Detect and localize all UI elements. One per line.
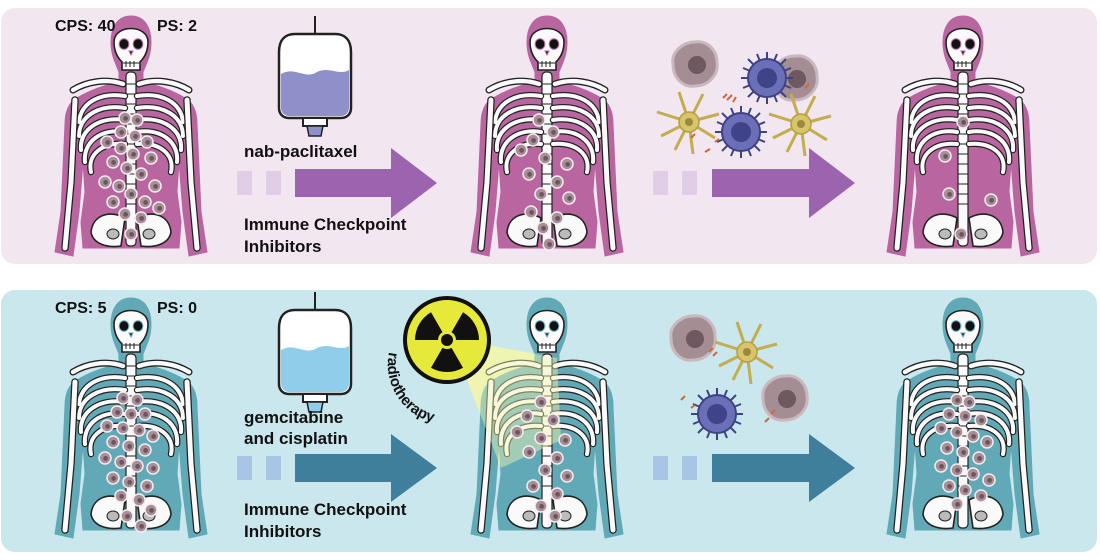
dendritic-cell-icon <box>713 320 779 386</box>
ps-label: PS: 0 <box>157 300 198 317</box>
drug-label-line2: and cisplatin <box>244 429 348 448</box>
ici-label-line1: Immune Checkpoint <box>244 215 407 234</box>
top-illustration <box>1 8 1097 264</box>
drug-label: nab-paclitaxel <box>244 142 358 161</box>
panel-responder: radiotherapy CPS: <box>1 290 1097 552</box>
progression-arrow-2 <box>653 148 855 218</box>
progression-arrow-2 <box>653 434 855 502</box>
immune-cells <box>669 314 809 441</box>
tumor-cell-icon <box>669 314 717 362</box>
skeleton-icon <box>471 16 623 256</box>
iv-bag-icon <box>277 292 353 413</box>
skeleton-icon <box>887 16 1039 256</box>
ici-label-line2: Inhibitors <box>244 522 322 541</box>
cps-label: CPS: 40 <box>55 18 116 35</box>
t-cell-icon <box>714 105 768 159</box>
t-cell-icon <box>740 51 794 105</box>
cps-label: CPS: 5 <box>55 300 107 317</box>
immune-cells <box>655 40 833 159</box>
progression-arrow-1 <box>237 148 437 218</box>
progression-arrow-1 <box>237 434 437 502</box>
dendritic-cell-icon <box>655 90 721 156</box>
bottom-illustration: radiotherapy <box>1 292 1097 552</box>
t-cell-icon <box>690 387 744 441</box>
tumor-cell-icon <box>671 40 719 88</box>
ici-label-line1: Immune Checkpoint <box>244 500 407 519</box>
drug-label-line1: gemcitabine <box>244 408 344 427</box>
dendritic-cell-icon <box>767 92 833 158</box>
tumor-cell-icon <box>761 374 809 422</box>
ps-label: PS: 2 <box>157 18 198 35</box>
iv-bag-icon <box>277 16 353 137</box>
radiation-trefoil-icon <box>403 296 491 384</box>
ici-label-line2: Inhibitors <box>244 237 322 256</box>
panel-low-responder: CPS: 40 PS: 2 nab-paclitaxel Immune Chec… <box>1 8 1097 264</box>
